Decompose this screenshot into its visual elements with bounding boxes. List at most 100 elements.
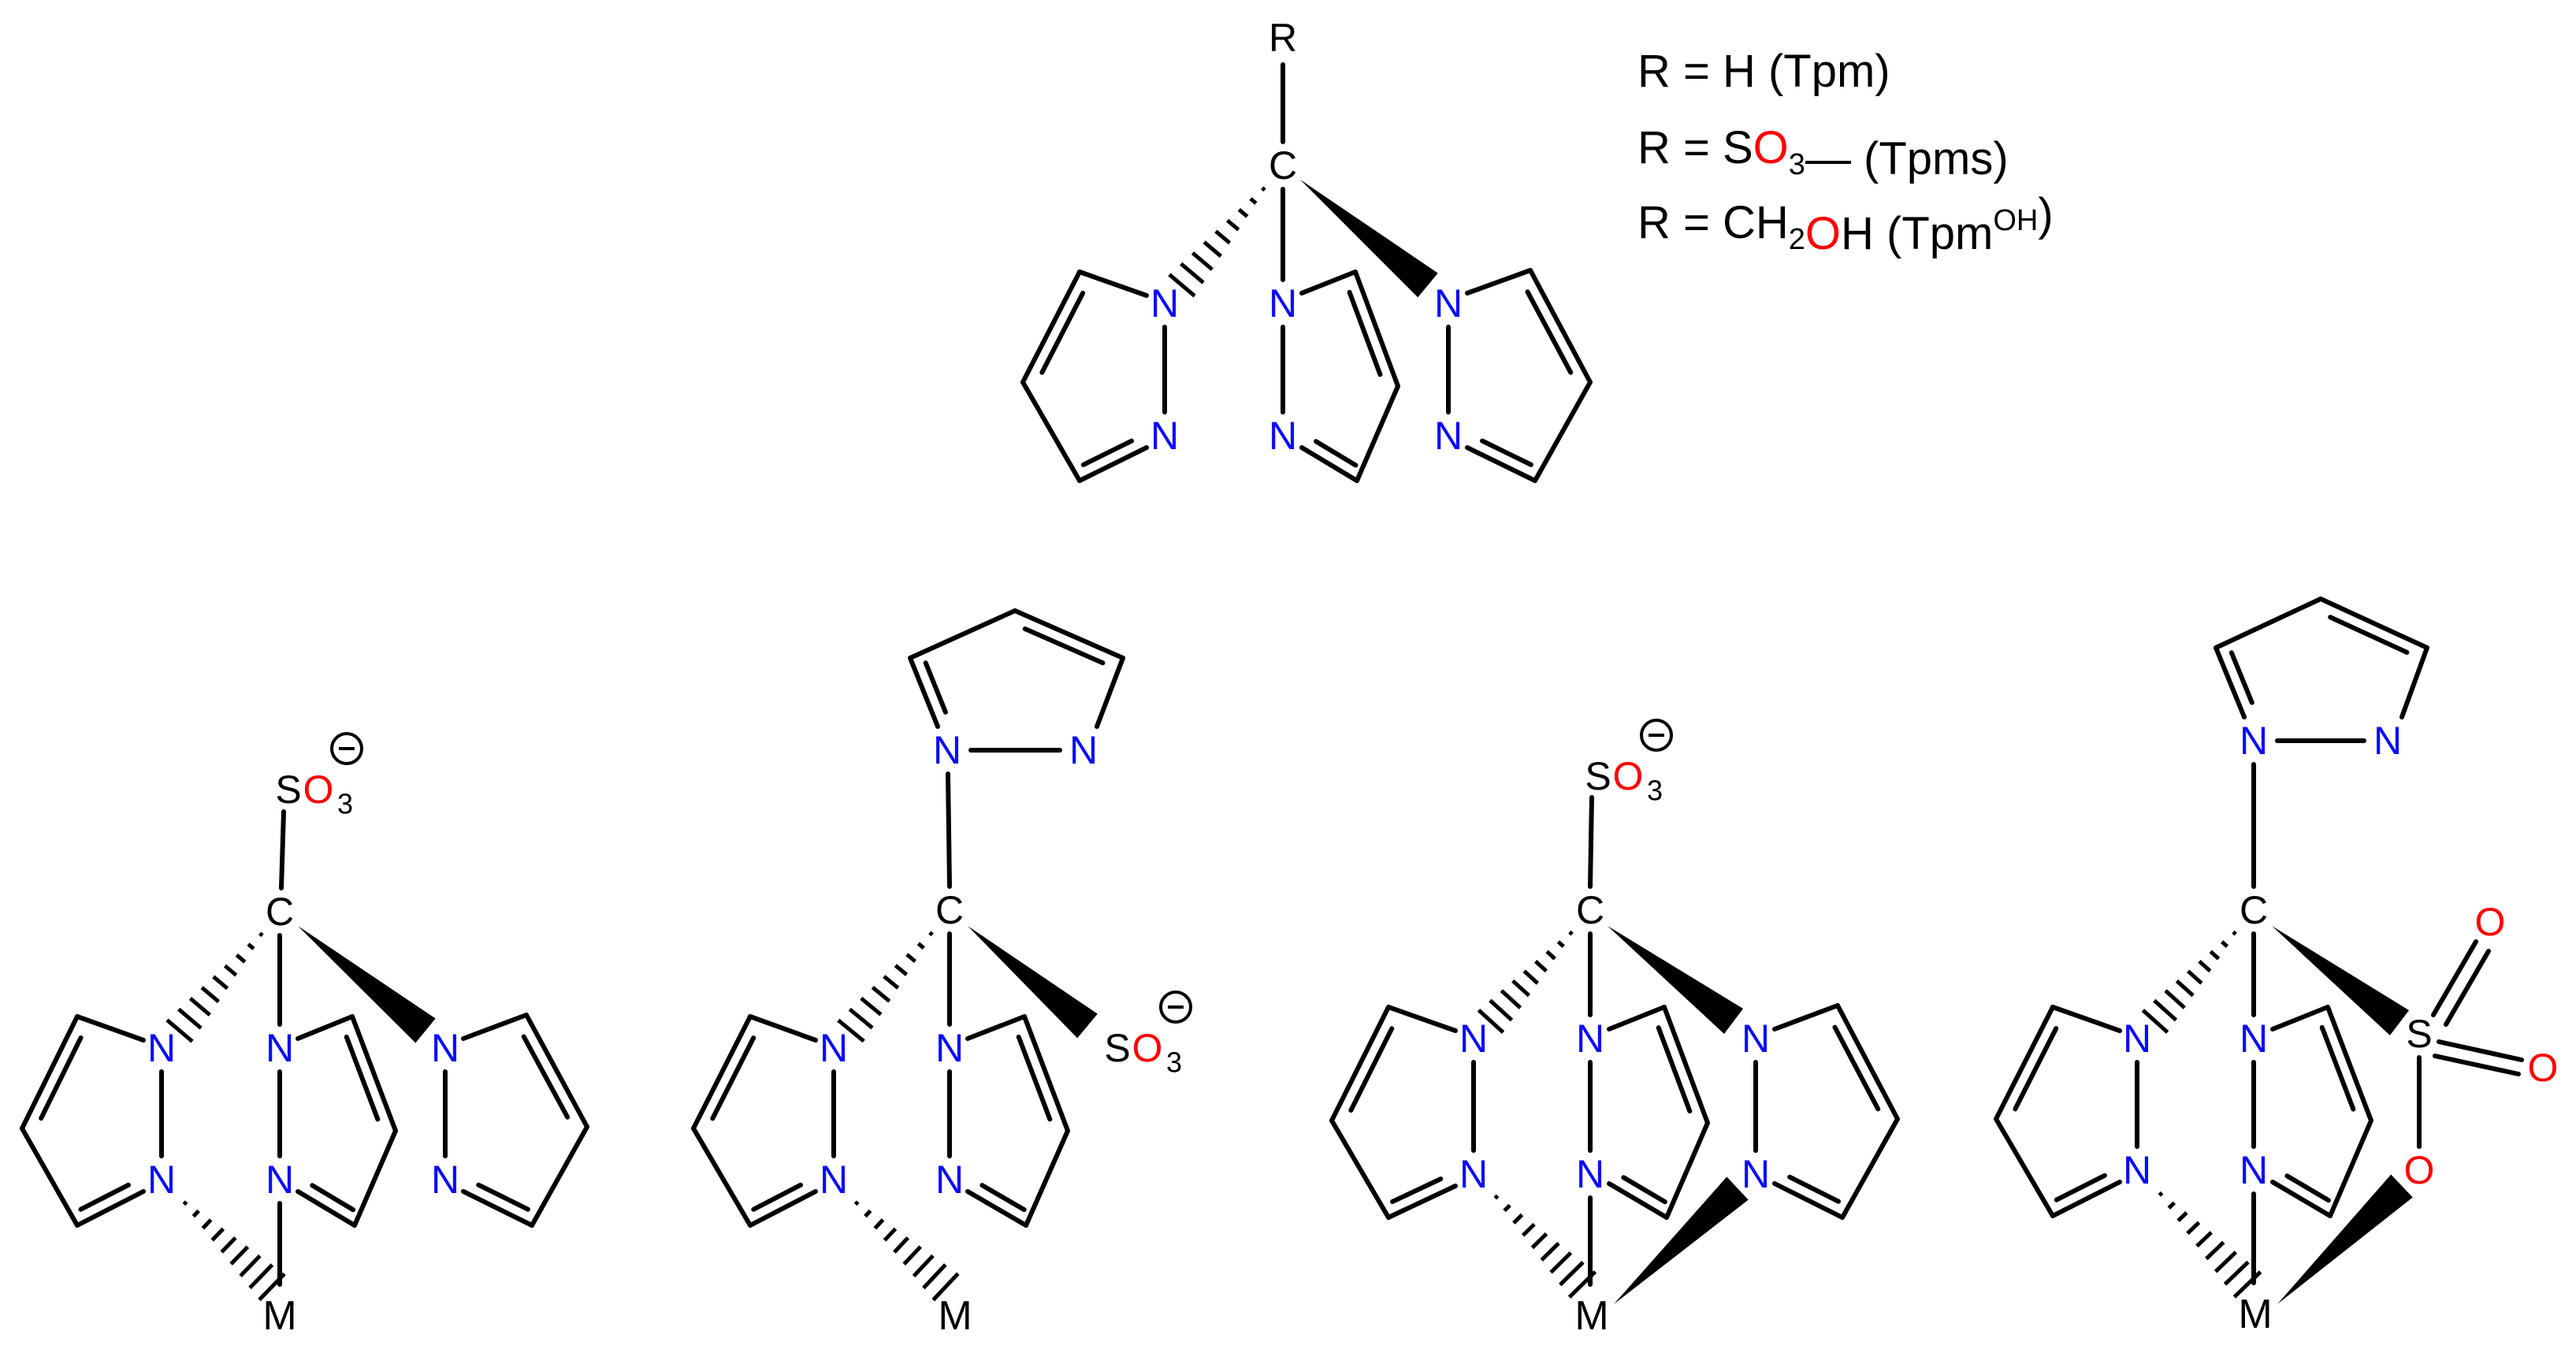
single-bond: [1607, 1005, 1667, 1031]
nitrogen-label: N: [1459, 1152, 1488, 1196]
nitrogen-label: N: [147, 1158, 176, 1202]
hashed-bond-stroke: [1489, 998, 1514, 1022]
hashed-bond-stroke: [1549, 1251, 1573, 1274]
nitrogen-label: N: [2240, 719, 2268, 763]
hashed-bond-stroke: [873, 1218, 885, 1230]
legend-text: O: [1805, 208, 1841, 259]
hashed-bond-stroke: [2158, 1191, 2164, 1197]
single-bond: [691, 1126, 753, 1228]
hashed-bond-stroke: [902, 1245, 922, 1266]
hashed-bond-stroke: [1225, 218, 1240, 232]
double-bond-inner: [78, 1182, 131, 1212]
legend: R = H (Tpm) R = S O3— (Tpms)R = CH2OH (Tpm…: [1637, 46, 2054, 259]
oxygen-label: O: [2404, 1148, 2435, 1192]
single-bond: [748, 1014, 818, 1043]
hashed-bond-stroke: [182, 1200, 188, 1206]
single-bond: [1020, 380, 1082, 483]
nitrogen-label: N: [1150, 281, 1179, 325]
legend-text: — (Tpms): [1805, 133, 2009, 184]
hashed-bond-stroke: [191, 1209, 200, 1218]
single-bond: [1020, 269, 1082, 385]
hashed-bond-stroke: [864, 1209, 872, 1218]
hashed-bond-stroke: [248, 1263, 274, 1290]
legend-subscript: 3: [1789, 148, 1805, 181]
hashed-bond-stroke: [165, 1018, 194, 1043]
hashed-bond-stroke: [912, 1254, 935, 1278]
negative-charge-icon: [1159, 991, 1192, 1024]
double-bond-inner: [521, 1034, 571, 1120]
nitrogen-label: N: [2123, 1017, 2151, 1061]
oxygen-label: O: [2475, 900, 2506, 944]
hashed-bond-stroke: [220, 1236, 237, 1254]
nitrogen-label: N: [1434, 281, 1463, 325]
single-bond: [1772, 1003, 1840, 1031]
double-bond-inner: [1832, 1024, 1881, 1112]
legend-text: R = H (Tpm): [1637, 46, 1890, 97]
single-bond: [2325, 1005, 2373, 1123]
double-bond-inner: [979, 1183, 1027, 1213]
single-bond: [1994, 1117, 2055, 1218]
double-bond-inner: [1016, 1034, 1053, 1122]
metal-label: M: [938, 1293, 972, 1339]
nitrogen-label: N: [266, 1158, 294, 1202]
single-bond: [1022, 1014, 1070, 1133]
double-bond-inner: [39, 1035, 84, 1121]
single-bond: [965, 1189, 1028, 1228]
nitrogen-label: N: [1434, 414, 1463, 458]
single-bond: [1013, 608, 1125, 660]
single-bond: [1353, 269, 1400, 388]
double-bond-inner: [751, 1182, 804, 1212]
metal-label: M: [262, 1293, 296, 1339]
hashed-bond-stroke: [1500, 989, 1522, 1009]
hashed-bond-stroke: [2164, 989, 2186, 1009]
legend-text: ): [2038, 189, 2053, 240]
nitrogen-label: N: [1150, 414, 1179, 458]
central-carbon-label: C: [1576, 888, 1604, 932]
subscript-three: 3: [1647, 775, 1663, 807]
single-bond: [2437, 1039, 2524, 1062]
hashed-bond-stroke: [1540, 1241, 1560, 1262]
single-bond: [296, 1014, 355, 1041]
legend-row: R = CH2OH (TpmOH): [1637, 189, 2054, 259]
hashed-bond-stroke: [247, 942, 255, 950]
hashed-bond-stroke: [860, 996, 883, 1017]
single-bond: [1994, 1005, 2055, 1121]
single-bond: [1024, 1128, 1070, 1228]
hashed-bond-stroke: [177, 1007, 203, 1030]
hashed-bond-stroke: [1530, 1232, 1548, 1250]
hashed-bond-stroke: [200, 986, 221, 1004]
single-bond: [2050, 1180, 2122, 1218]
hashed-bond-stroke: [1511, 979, 1531, 998]
hashed-bond-stroke: [883, 1227, 898, 1242]
nitrogen-label: N: [935, 1158, 964, 1202]
hashed-bond-stroke: [239, 1254, 262, 1278]
single-bond: [946, 771, 952, 889]
single-bond: [1077, 269, 1149, 298]
hashed-bond-stroke: [1214, 229, 1232, 245]
hashed-bond-stroke: [1533, 960, 1548, 973]
oxygen-label: O: [1613, 754, 1644, 798]
double-bond-inner: [2228, 650, 2254, 705]
hashed-bond-stroke: [893, 1236, 910, 1254]
single-bond: [908, 608, 1017, 660]
hashed-bond-stroke: [871, 986, 891, 1003]
hashed-bond-stroke: [2153, 998, 2178, 1022]
single-bond: [1840, 1117, 1900, 1220]
hashed-bond-stroke: [212, 975, 229, 991]
double-bond-inner: [1348, 1026, 1395, 1113]
nitrogen-label: N: [1741, 1152, 1770, 1196]
double-bond-inner: [2054, 1173, 2107, 1202]
hashed-bond-stroke: [2232, 930, 2237, 936]
wedge-bond: [298, 926, 436, 1043]
single-bond: [1329, 1118, 1391, 1220]
double-bond-inner: [1480, 438, 1533, 467]
single-bond: [2270, 1005, 2330, 1031]
single-bond: [75, 1189, 146, 1228]
nitrogen-label: N: [1269, 281, 1297, 325]
metal-label: M: [2238, 1292, 2272, 1337]
legend-text: R = S: [1637, 122, 1753, 173]
double-bond-inner: [1787, 1174, 1842, 1204]
